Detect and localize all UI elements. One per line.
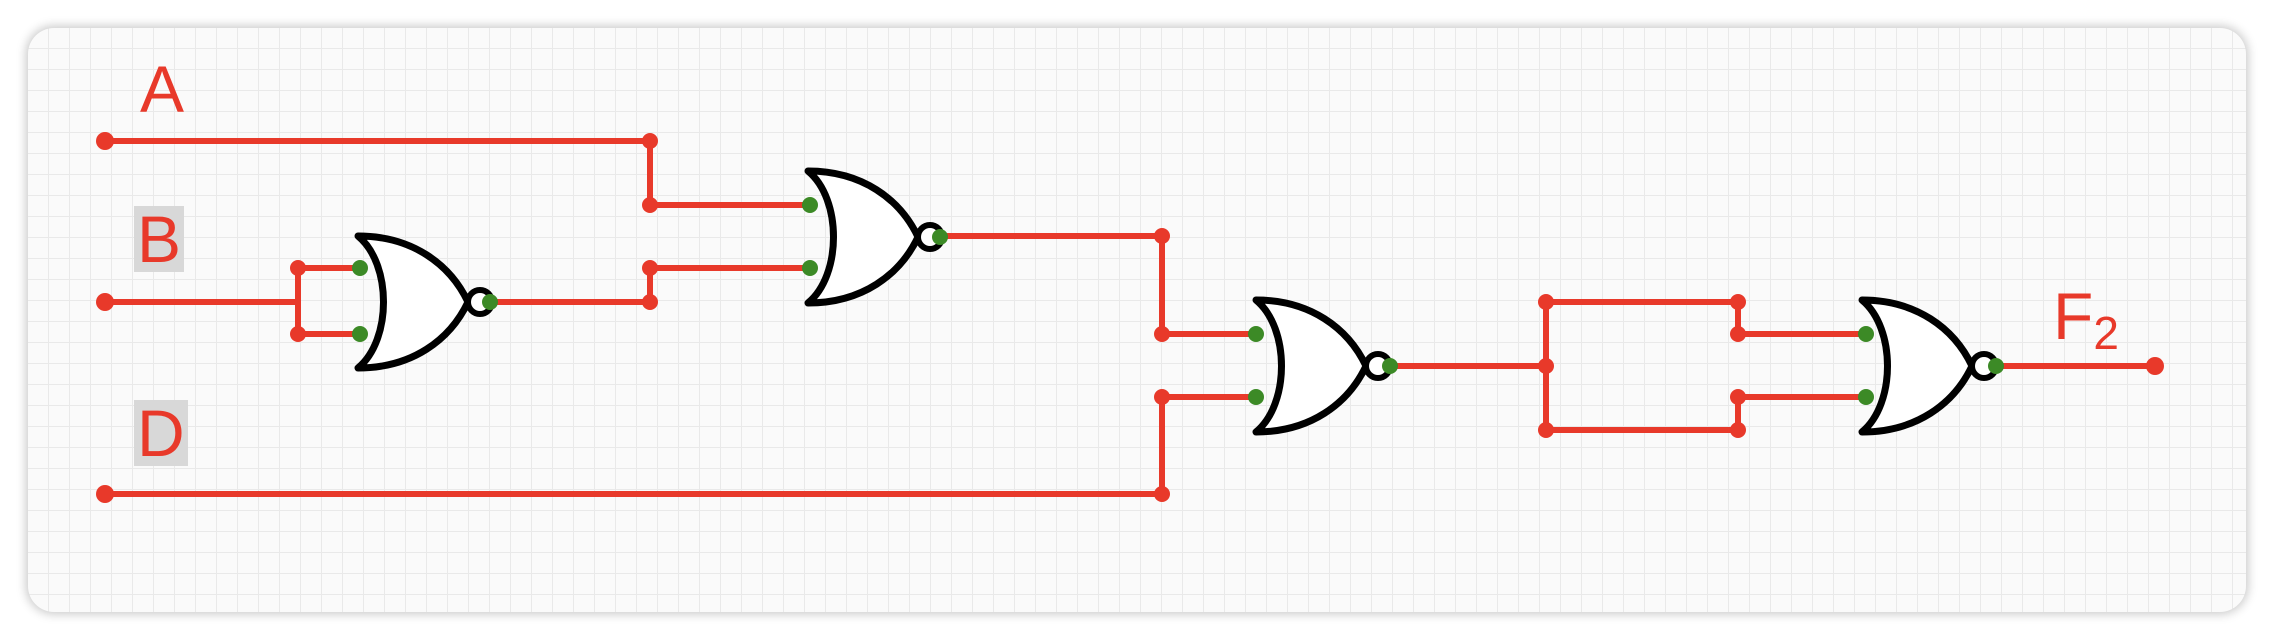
input-label-d: D — [134, 400, 188, 466]
junction — [1538, 422, 1554, 438]
wire-input-d — [102, 394, 1259, 497]
junction — [1730, 422, 1746, 438]
pin — [1248, 389, 1264, 405]
pin — [932, 229, 948, 245]
wires — [102, 138, 2158, 497]
output-label-main: F — [2053, 279, 2094, 353]
junction — [1154, 486, 1170, 502]
junction — [1154, 389, 1170, 405]
nor-gate-2 — [804, 167, 945, 307]
pin — [1988, 358, 2004, 374]
junction — [1154, 228, 1170, 244]
pin — [1858, 326, 1874, 342]
nor-gate-shape — [354, 232, 472, 372]
junction — [1154, 326, 1170, 342]
wire-input-a — [102, 138, 813, 208]
terminal-a — [96, 132, 114, 150]
wire-gate3-to-gate4-in1 — [1543, 299, 1869, 337]
output-label-subscript: 2 — [2093, 307, 2119, 359]
nor-gate-3 — [1252, 296, 1393, 436]
pin — [802, 197, 818, 213]
wire-nodes — [96, 132, 2164, 503]
junction — [642, 294, 658, 310]
junction — [1730, 294, 1746, 310]
wire-gate3-to-gate4-in2 — [1543, 394, 1869, 433]
pin — [1248, 326, 1264, 342]
junction — [642, 133, 658, 149]
junction — [1730, 389, 1746, 405]
nor-gate-shape — [1252, 296, 1370, 436]
terminal-b — [96, 293, 114, 311]
nor-gate-4 — [1858, 296, 1999, 436]
output-label-f2: F2 — [2053, 283, 2119, 356]
junction — [1538, 294, 1554, 310]
pin — [352, 326, 368, 342]
junction — [1538, 358, 1554, 374]
pin — [482, 294, 498, 310]
junction — [290, 326, 306, 342]
junction — [290, 260, 306, 276]
pin — [352, 260, 368, 276]
nor-gate-shape — [1858, 296, 1976, 436]
wire-gate2-to-gate3 — [937, 233, 1259, 337]
junction — [642, 260, 658, 276]
junction — [642, 197, 658, 213]
pin — [1858, 389, 1874, 405]
pin — [1382, 358, 1398, 374]
pin — [802, 260, 818, 276]
wire-gate1-to-gate2 — [487, 265, 813, 305]
terminal-f2 — [2146, 357, 2164, 375]
junction — [1730, 326, 1746, 342]
input-label-b: B — [134, 206, 185, 272]
input-label-a: A — [140, 52, 185, 126]
gate-pins — [352, 197, 2004, 405]
terminal-d — [96, 485, 114, 503]
nor-gate-shape — [804, 167, 922, 307]
nor-gate-1 — [354, 232, 495, 372]
